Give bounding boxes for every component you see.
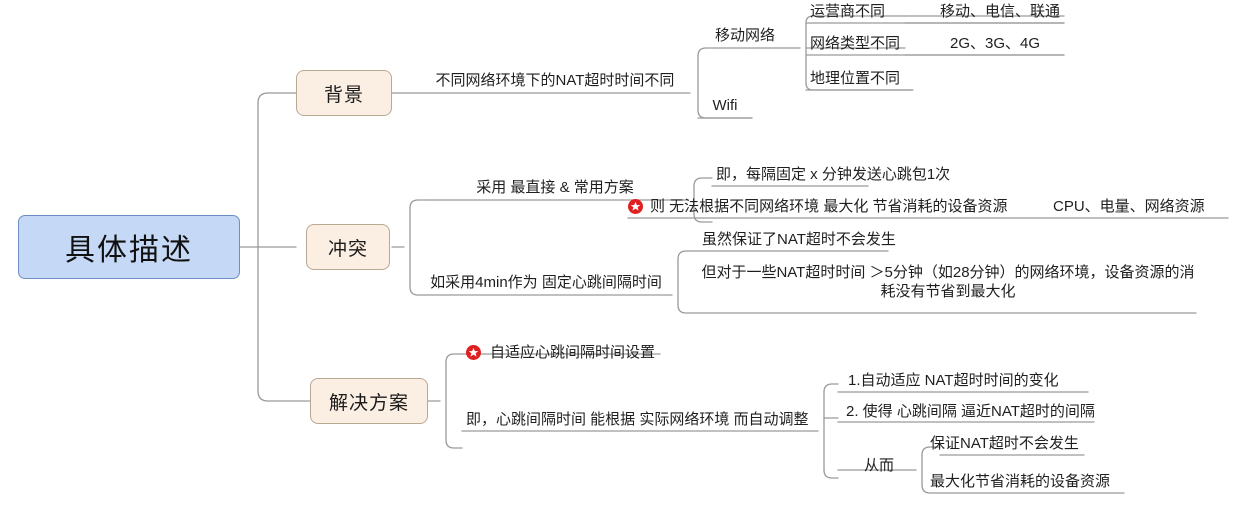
mobile-factor-carrier-detail: 移动、电信、联通 — [940, 3, 1061, 20]
conflict-approach-common-detail: 即，每隔固定 x 分钟发送心跳包1次 — [716, 166, 951, 183]
branch-node-solution[interactable]: 解决方案 — [310, 378, 428, 424]
solution-effect-2: 2. 使得 心跳间隔 逼近NAT超时的间隔 — [846, 403, 1095, 420]
mobile-factor-type-label: 网络类型不同 — [810, 35, 901, 52]
conflict-approach-fixed-con: 但对于一些NAT超时时间 ＞5分钟（如28分钟）的网络环境，设备资源的消耗没有节… — [701, 264, 1195, 300]
conflict-approach-common-label: 采用 最直接 & 常用方案 — [476, 179, 634, 196]
network-mobile-label: 移动网络 — [714, 27, 775, 44]
root-node[interactable]: 具体描述 — [18, 215, 240, 279]
solution-effect-1: 1.自动适应 NAT超时时间的变化 — [848, 372, 1059, 389]
solution-headline: 自适应心跳间隔时间设置 — [490, 344, 656, 361]
mobile-factor-type-detail: 2G、3G、4G — [950, 35, 1041, 52]
conflict-approach-common-problem-detail: CPU、电量、网络资源 — [1053, 198, 1205, 215]
conflict-approach-fixed-pro: 虽然保证了NAT超时不会发生 — [702, 231, 896, 248]
solution-thus-label: 从而 — [864, 457, 895, 474]
mobile-factor-carrier-label: 运营商不同 — [810, 3, 886, 20]
branch-node-conflict[interactable]: 冲突 — [306, 224, 390, 270]
solution-thus-item-2: 最大化节省消耗的设备资源 — [930, 473, 1111, 490]
solution-description: 即，心跳间隔时间 能根据 实际网络环境 而自动调整 — [466, 411, 809, 428]
conflict-approach-common-problem: 则 无法根据不同网络环境 最大化 节省消耗的设备资源 — [650, 198, 1008, 215]
network-wifi-label: Wifi — [712, 97, 738, 114]
red-star-icon-solution — [466, 345, 481, 360]
branch-node-background[interactable]: 背景 — [296, 70, 392, 116]
red-star-icon — [628, 199, 643, 214]
branch-node-background-label: 背景 — [323, 84, 364, 106]
branch-node-conflict-label: 冲突 — [327, 238, 368, 260]
conflict-approach-fixed-label: 如采用4min作为 固定心跳间隔时间 — [430, 274, 662, 291]
background-topic-label: 不同网络环境下的NAT超时时间不同 — [435, 72, 675, 89]
branch-node-solution-label: 解决方案 — [328, 392, 409, 414]
mobile-factor-location-label: 地理位置不同 — [810, 70, 901, 87]
root-node-label: 具体描述 — [65, 234, 193, 267]
solution-thus-item-1: 保证NAT超时不会发生 — [930, 435, 1079, 452]
